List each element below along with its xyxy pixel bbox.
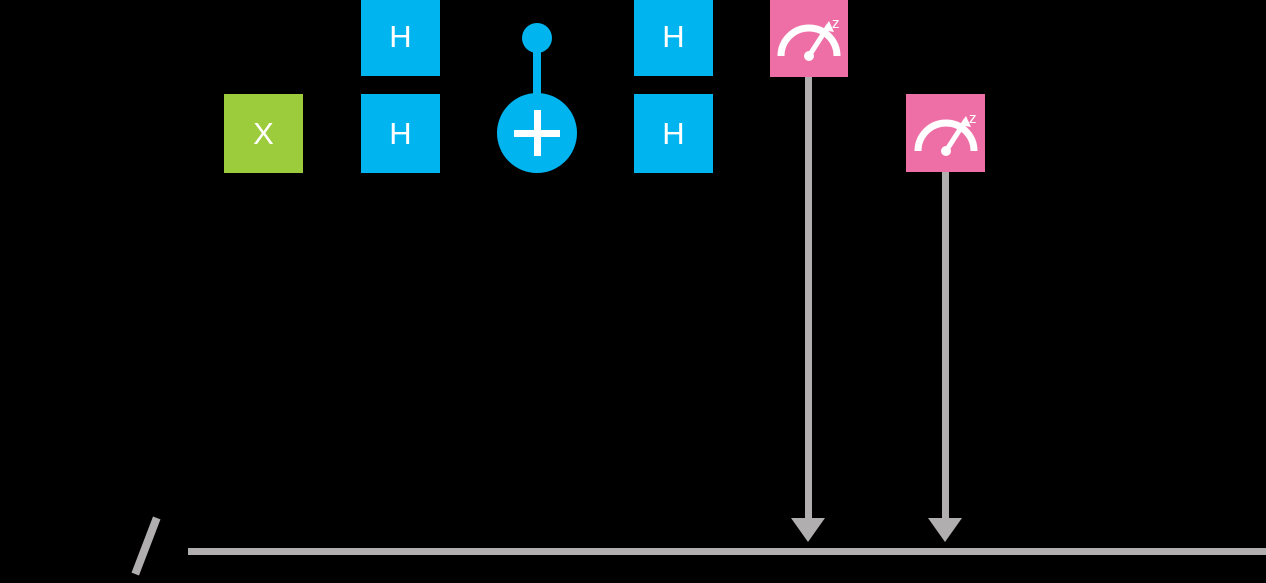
gate-hadamard-q1-col1[interactable]: H [361,94,440,173]
gate-label: H [662,19,685,54]
qubit-0-wire [0,36,1266,40]
gate-hadamard-q0-col3[interactable]: H [634,0,713,76]
gate-hadamard-q0-col1[interactable]: H [361,0,440,76]
classical-register-slash-icon [131,516,161,576]
classical-register-wire [188,548,1266,555]
qubit-1-wire [0,131,1266,135]
measure-meter-icon: z [914,110,977,156]
measure-1-drop-line [942,172,949,518]
cnot-plus-vertical [534,110,541,156]
measure-basis-label: z [969,110,977,127]
cnot-control-dot[interactable] [522,23,552,53]
cnot-target-circle[interactable] [497,93,577,173]
measure-0-drop-line [805,77,812,518]
gate-measure-z-q0[interactable]: z [770,0,848,77]
measure-meter-icon: z [777,15,841,61]
cnot-connector-line [533,38,541,134]
measure-0-arrowhead [791,518,825,542]
gate-hadamard-q1-col3[interactable]: H [634,94,713,173]
gate-label: X [253,116,274,151]
measure-1-arrowhead [928,518,962,542]
gate-measure-z-q1[interactable]: z [906,94,985,172]
gate-label: H [389,116,412,151]
measure-basis-label: z [832,15,840,32]
gate-label: H [662,116,685,151]
gate-pauli-x-q1[interactable]: X [224,94,303,173]
gate-label: H [389,19,412,54]
